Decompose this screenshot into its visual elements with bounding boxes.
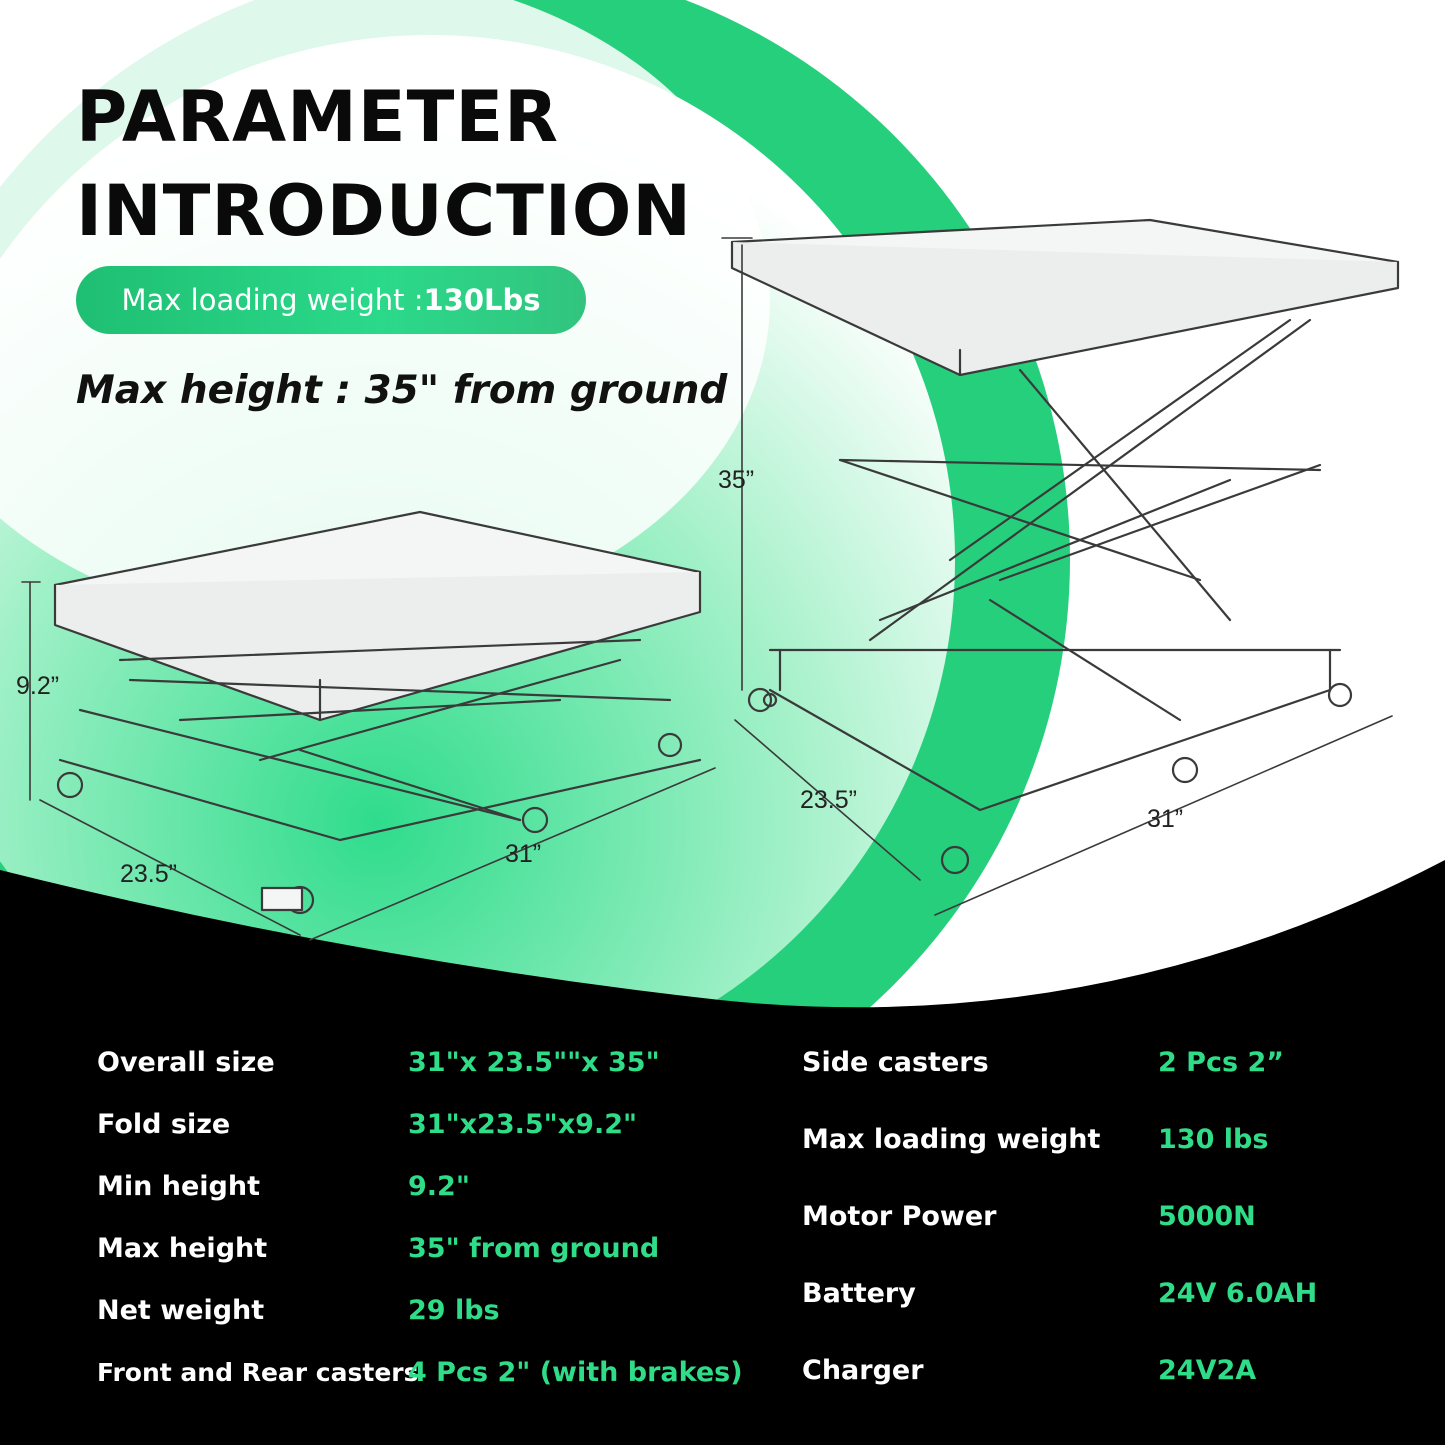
folded-height-label: 9.2” (16, 672, 60, 700)
spec-label: Side casters (802, 1047, 989, 1078)
raised-width-label: 23.5” (800, 786, 857, 814)
spec-value: 35" from ground (408, 1233, 660, 1264)
folded-table-drawing (21, 510, 716, 941)
folded-length-label: 31” (505, 840, 542, 868)
badge-value: 130Lbs (423, 283, 541, 317)
spec-label: Net weight (97, 1295, 265, 1326)
spec-label: Min height (97, 1171, 260, 1202)
spec-value: 2 Pcs 2” (1158, 1047, 1284, 1078)
spec-label: Max height (97, 1233, 268, 1264)
spec-value: 31"x23.5"x9.2" (408, 1109, 638, 1140)
spec-label: Battery (802, 1278, 916, 1309)
spec-label: Overall size (97, 1047, 275, 1078)
spec-value: 5000N (1158, 1201, 1256, 1232)
max-loading-badge: Max loading weight : 130Lbs (76, 266, 586, 334)
spec-label: Front and Rear casters (97, 1358, 419, 1387)
page-title-line2: INTRODUCTION (76, 170, 692, 252)
spec-value: 9.2" (408, 1171, 470, 1202)
raised-length-label: 31” (1147, 805, 1184, 833)
spec-value: 31"x 23.5""x 35" (408, 1047, 660, 1078)
raised-table-drawing (721, 218, 1400, 916)
specs-panel-bg (0, 860, 1445, 1445)
max-height-heading: Max height : 35" from ground (76, 368, 728, 413)
spec-value: 24V 6.0AH (1158, 1278, 1318, 1309)
spec-value: 29 lbs (408, 1295, 500, 1326)
page-title-line1: PARAMETER (76, 76, 560, 158)
raised-height-label: 35” (718, 466, 755, 494)
badge-label: Max loading weight : (121, 283, 424, 317)
spec-value: 130 lbs (1158, 1124, 1269, 1155)
spec-value: 24V2A (1158, 1355, 1257, 1386)
spec-label: Max loading weight (802, 1124, 1101, 1155)
spec-label: Charger (802, 1355, 924, 1386)
spec-label: Motor Power (802, 1201, 997, 1232)
spec-value: 4 Pcs 2" (with brakes) (408, 1357, 743, 1388)
folded-width-label: 23.5” (120, 860, 177, 888)
spec-label: Fold size (97, 1109, 231, 1140)
